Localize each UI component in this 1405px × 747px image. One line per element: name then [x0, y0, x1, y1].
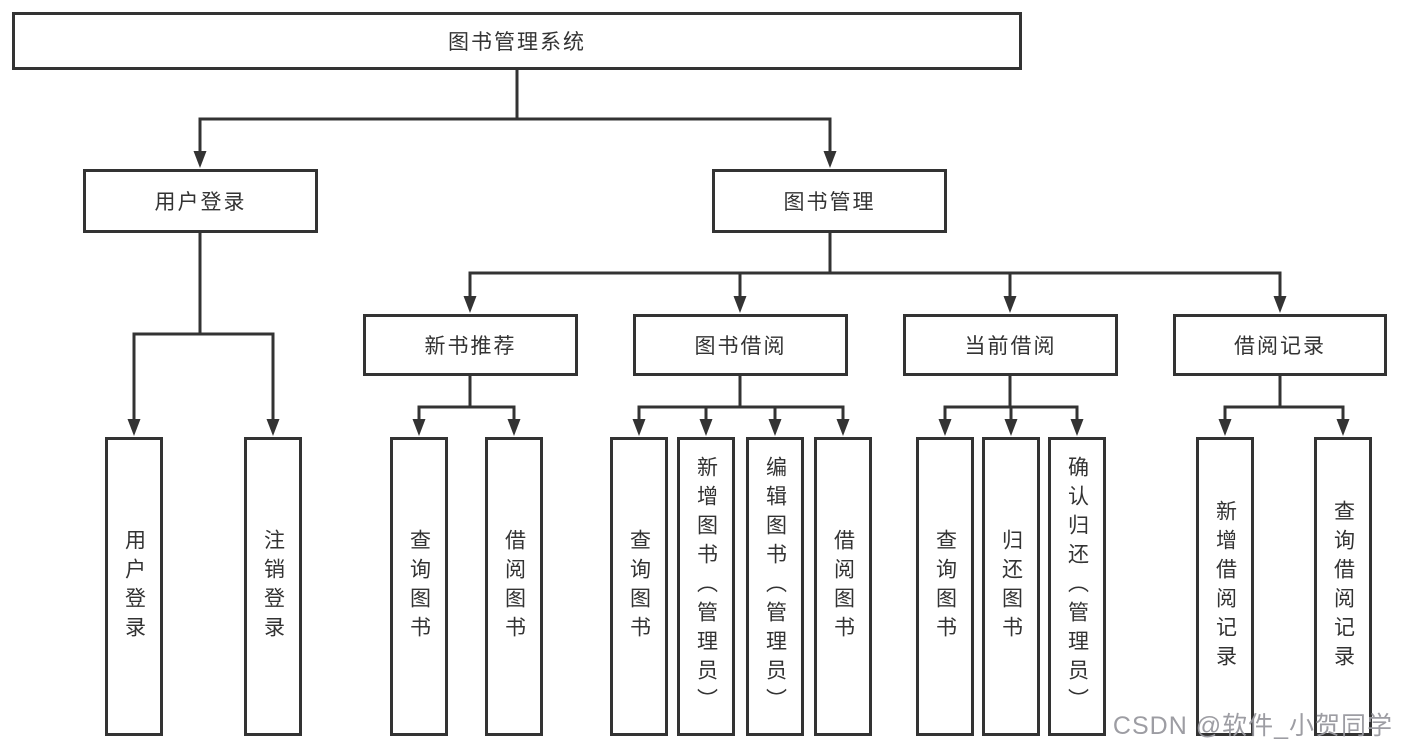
leaf-add-borrow-record: 新增借阅记录 [1196, 437, 1254, 736]
node-root-system: 图书管理系统 [12, 12, 1022, 70]
leaf-add-books-admin-label: 新增图书（管理员） [694, 456, 718, 717]
node-book-management-label: 图书管理 [783, 191, 876, 214]
node-current-borrow: 当前借阅 [903, 314, 1118, 376]
node-new-book-recommend-label: 新书推荐 [424, 335, 517, 358]
leaf-borrow-books-2-label: 借阅图书 [831, 528, 855, 645]
leaf-return-books-label: 归还图书 [999, 528, 1023, 645]
connector-root-to-level2 [198, 68, 832, 155]
leaf-add-borrow-record-label: 新增借阅记录 [1213, 499, 1237, 674]
node-book-borrow: 图书借阅 [633, 314, 848, 376]
leaf-add-books-admin: 新增图书（管理员） [677, 437, 735, 736]
connector-book-management-to-level3 [468, 231, 1282, 300]
node-new-book-recommend: 新书推荐 [363, 314, 578, 376]
node-current-borrow-label: 当前借阅 [964, 335, 1057, 358]
leaf-user-login-label: 用户登录 [122, 528, 146, 645]
leaf-logout-label: 注销登录 [261, 528, 285, 645]
leaf-query-books-3-label: 查询图书 [933, 528, 957, 645]
leaf-user-login: 用户登录 [105, 437, 163, 736]
connector-current-borrow-to-leaves [943, 373, 1079, 423]
leaf-return-books: 归还图书 [982, 437, 1040, 736]
leaf-confirm-return-admin: 确认归还（管理员） [1048, 437, 1106, 736]
leaf-query-books-3: 查询图书 [916, 437, 974, 736]
connector-book-borrow-to-leaves [637, 373, 845, 423]
connector-new-book-rec-to-leaves [417, 373, 516, 423]
node-borrow-records-label: 借阅记录 [1234, 335, 1326, 358]
leaf-query-books-2: 查询图书 [610, 437, 668, 736]
leaf-query-books-1: 查询图书 [390, 437, 448, 736]
leaf-query-borrow-record: 查询借阅记录 [1314, 437, 1372, 736]
leaf-query-books-1-label: 查询图书 [407, 528, 431, 645]
leaf-query-borrow-record-label: 查询借阅记录 [1331, 499, 1355, 674]
node-root-label: 图书管理系统 [448, 31, 586, 54]
leaf-borrow-books-2: 借阅图书 [814, 437, 872, 736]
csdn-watermark: CSDN @软件_小贺同学 [1112, 712, 1393, 740]
leaf-borrow-books-1: 借阅图书 [485, 437, 543, 736]
leaf-borrow-books-1-label: 借阅图书 [502, 528, 526, 645]
node-book-management: 图书管理 [712, 169, 947, 233]
node-borrow-records: 借阅记录 [1173, 314, 1387, 376]
leaf-confirm-return-admin-label: 确认归还（管理员） [1065, 456, 1089, 717]
connector-borrow-records-to-leaves [1223, 373, 1345, 423]
leaf-edit-books-admin: 编辑图书（管理员） [746, 437, 804, 736]
leaf-query-books-2-label: 查询图书 [627, 528, 651, 645]
node-book-borrow-label: 图书借阅 [694, 335, 787, 358]
leaf-logout: 注销登录 [244, 437, 302, 736]
connector-user-login-to-leaves [132, 231, 275, 423]
leaf-edit-books-admin-label: 编辑图书（管理员） [763, 456, 787, 717]
node-user-login-label: 用户登录 [154, 191, 247, 214]
node-user-login: 用户登录 [83, 169, 318, 233]
